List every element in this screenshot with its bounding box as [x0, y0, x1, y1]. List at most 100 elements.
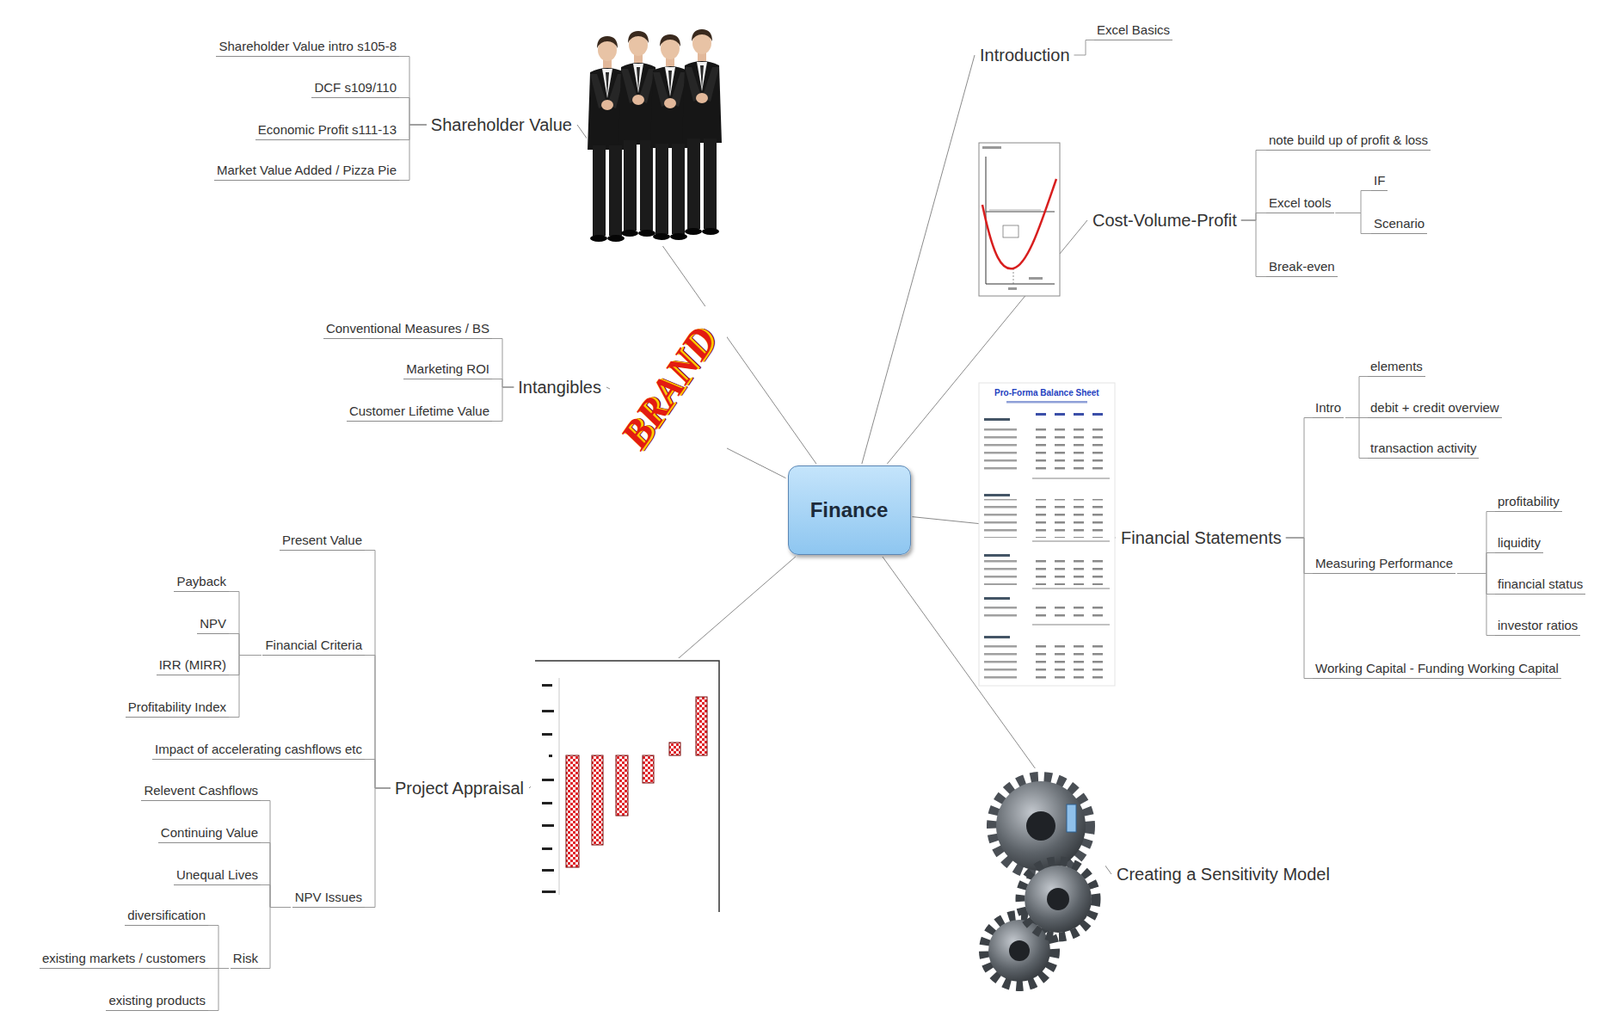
balance-sheet-picture	[1032, 624, 1110, 626]
waterfall-chart-picture	[535, 660, 720, 912]
branch-line	[260, 843, 291, 908]
cost-volume-profit-graph	[982, 146, 1002, 149]
topic-text: Conventional Measures / BS	[326, 320, 490, 337]
subtopic: Scenario	[1371, 215, 1428, 234]
topic-text: Finance	[810, 498, 889, 524]
balance-sheet-picture	[984, 635, 1010, 639]
branch-line	[228, 655, 262, 718]
cost-volume-profit-graph	[982, 178, 1057, 269]
branch-line	[492, 338, 514, 388]
subtopic: IRR (MIRR)	[156, 656, 229, 676]
main-topic: Creating a Sensitivity Model	[1113, 861, 1333, 887]
topic-text: Market Value Added / Pizza Pie	[216, 162, 397, 179]
subtopic: existing markets / customers	[39, 949, 209, 969]
branch-line	[208, 925, 229, 969]
balance-sheet-picture	[978, 640, 1115, 680]
balance-sheet-picture	[978, 498, 1115, 538]
topic-text: IF	[1373, 172, 1385, 189]
topic-text: Intro	[1315, 400, 1342, 416]
topic-text: debit + credit overview	[1370, 400, 1500, 416]
topic-text: note build up of profit & loss	[1268, 132, 1428, 148]
topic-text: Introduction	[979, 44, 1071, 66]
waterfall-chart-picture	[566, 755, 579, 868]
gears-picture	[980, 768, 1106, 997]
subtopic: investor ratios	[1495, 616, 1581, 636]
waterfall-chart-picture	[541, 890, 556, 893]
subtopic: Relevent Cashflows	[141, 781, 261, 801]
balance-sheet-picture	[1073, 412, 1084, 416]
gears-picture	[980, 768, 1106, 997]
subtopic: Unequal Lives	[173, 866, 261, 886]
branch-line	[260, 800, 291, 908]
branch-line	[861, 55, 975, 464]
business-people-picture	[682, 29, 722, 235]
branch-line	[260, 907, 291, 969]
topic-text: Intangibles	[517, 376, 602, 398]
subtopic: Market Value Added / Pizza Pie	[214, 161, 400, 181]
subtopic: Excel tools	[1266, 194, 1335, 214]
branch-line	[1457, 511, 1496, 574]
waterfall-chart-picture	[541, 801, 553, 805]
branch-line	[1241, 150, 1267, 222]
balance-sheet-picture	[1054, 412, 1065, 416]
topic-text: Excel Basics	[1096, 22, 1170, 38]
subtopic: NPV	[196, 615, 229, 634]
gears-picture	[1020, 861, 1096, 937]
branch-line	[1074, 40, 1096, 56]
branch-line	[399, 56, 427, 126]
topic-text: Project Appraisal	[394, 777, 524, 799]
main-topic: Intangibles	[515, 375, 604, 400]
subtopic: Customer Lifetime Value	[346, 402, 493, 422]
topic-text: Economic Profit s111-13	[258, 122, 397, 138]
sheet-title: Pro-Forma Balance Sheet	[994, 387, 1100, 398]
waterfall-chart-picture	[541, 778, 554, 782]
gears-picture	[1020, 861, 1096, 937]
topic-text: Creating a Sensitivity Model	[1116, 863, 1330, 885]
cost-volume-profit-graph	[1003, 225, 1019, 238]
waterfall-chart-picture	[559, 677, 560, 895]
subtopic: Risk	[230, 949, 261, 969]
cost-volume-profit-graph	[978, 142, 1060, 296]
branch-line	[1345, 418, 1368, 459]
topic-text: Break-even	[1268, 258, 1336, 275]
gears-picture	[1024, 865, 1092, 933]
waterfall-chart-picture	[541, 732, 553, 736]
cost-volume-profit-graph	[1008, 287, 1017, 290]
branch-line	[228, 655, 262, 676]
subtopic: Profitability Index	[125, 698, 229, 718]
branch-line	[399, 124, 427, 141]
topic-text: Impact of accelerating cashflows etc	[154, 741, 363, 757]
waterfall-chart-picture	[695, 696, 708, 756]
cost-volume-profit-graph	[978, 142, 1060, 296]
balance-sheet-picture	[1006, 400, 1088, 404]
branch-line	[1457, 573, 1496, 595]
balance-sheet-picture	[984, 596, 1010, 600]
subtopic: NPV Issues	[292, 888, 365, 908]
branch-line	[1286, 537, 1313, 679]
waterfall-chart-picture	[541, 847, 553, 850]
balance-sheet-picture	[978, 423, 1115, 475]
branch-line	[399, 124, 427, 181]
branch-line	[1335, 213, 1373, 234]
branch-line	[364, 759, 391, 789]
subtopic: Marketing ROI	[403, 360, 493, 380]
waterfall-chart-picture	[642, 755, 654, 783]
gears-picture	[996, 781, 1086, 871]
topic-text: liquidity	[1497, 535, 1541, 551]
topic-text: Payback	[176, 573, 227, 590]
topic-text: diversification	[127, 907, 206, 924]
subtopic: financial status	[1495, 575, 1586, 595]
subtopic: IF	[1371, 172, 1388, 191]
topic-text: Profitability Index	[128, 699, 227, 715]
balance-sheet-picture	[1032, 541, 1110, 542]
topic-text: Shareholder Value	[430, 114, 573, 136]
waterfall-chart-picture	[615, 755, 628, 816]
waterfall-chart-picture	[548, 754, 553, 757]
gears-picture	[1026, 811, 1056, 841]
balance-sheet-picture	[1092, 412, 1103, 416]
topic-text: IRR (MIRR)	[159, 657, 227, 673]
topic-text: Scenario	[1373, 215, 1425, 232]
subtopic: diversification	[124, 906, 209, 926]
subtopic: Excel Basics	[1094, 21, 1173, 41]
